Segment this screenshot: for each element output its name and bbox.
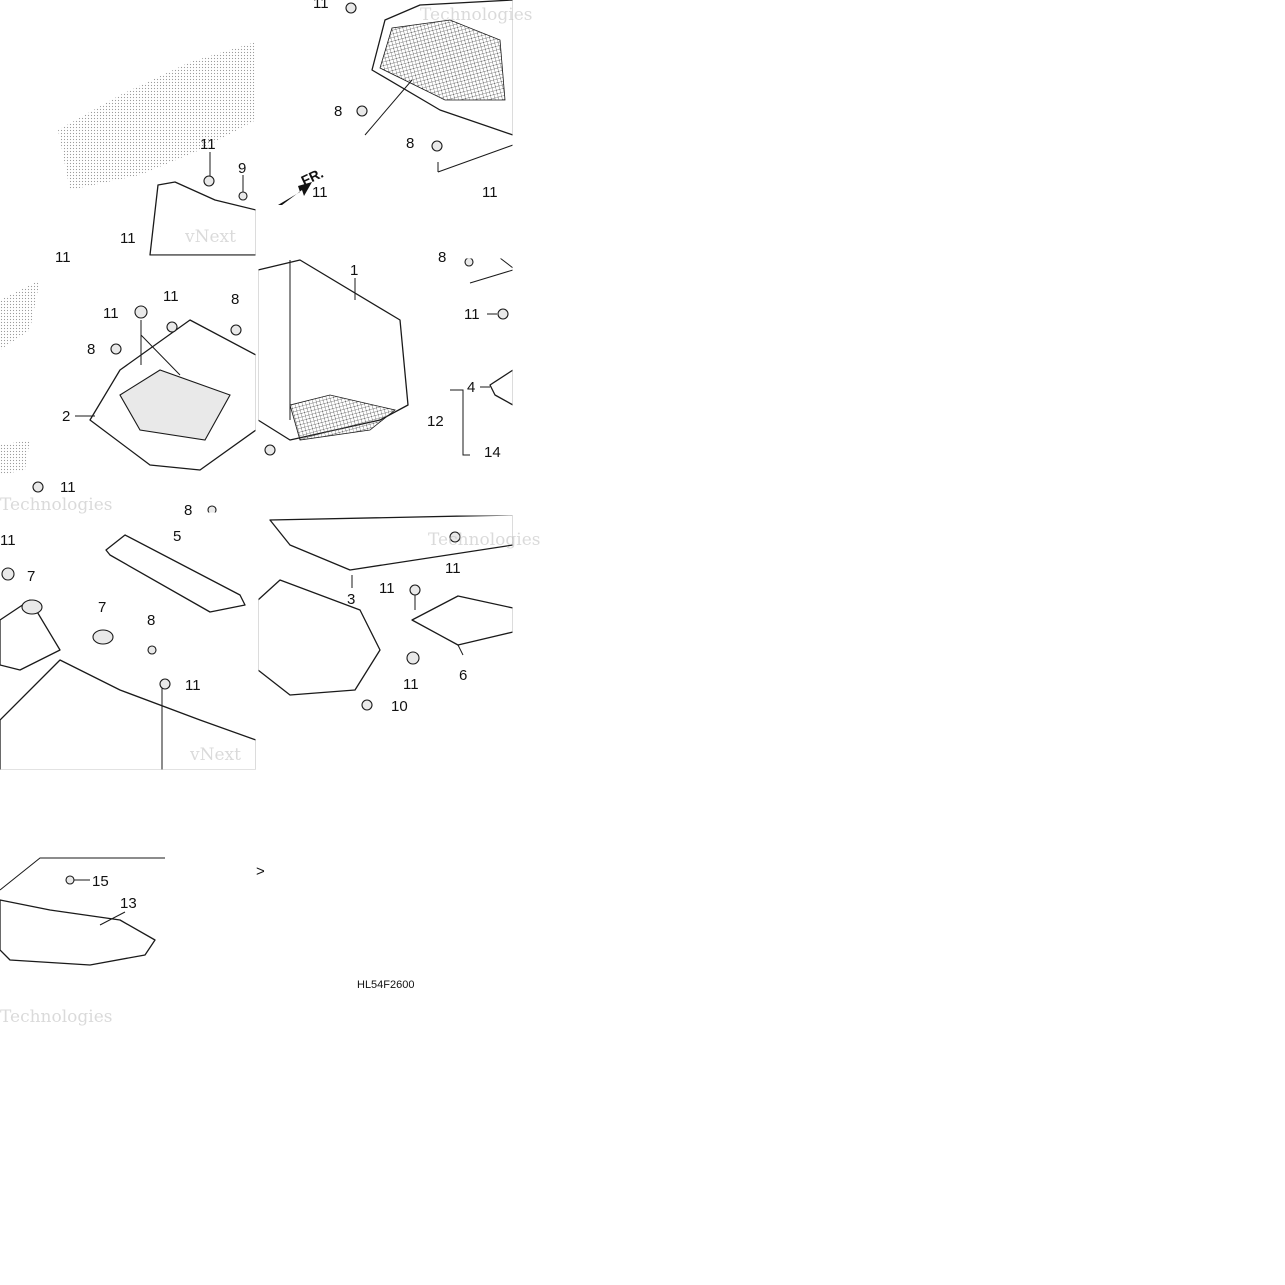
callout-6: 6 bbox=[459, 667, 467, 684]
bolt-icon bbox=[356, 105, 368, 117]
brand-wing-logo bbox=[0, 42, 256, 475]
callout-7: 7 bbox=[98, 599, 106, 616]
stray-mark: > bbox=[256, 863, 265, 880]
bolt-icon bbox=[431, 140, 443, 152]
clip-icon bbox=[449, 531, 461, 543]
grommet-icon bbox=[21, 599, 43, 615]
clip-icon bbox=[345, 2, 357, 14]
watermark-line-2: Technologies bbox=[0, 1007, 113, 1027]
callout-14: 14 bbox=[484, 444, 501, 461]
drawing-code: HL54F2600 bbox=[357, 979, 415, 991]
callout-10: 10 bbox=[391, 698, 408, 715]
callout-11: 11 bbox=[313, 0, 329, 12]
clip-icon bbox=[409, 584, 421, 596]
clip-icon bbox=[264, 444, 276, 456]
tile-lower-middle-fragment bbox=[257, 514, 514, 711]
watermark: vNext Technologies Technologies vNext Te… bbox=[0, 5, 541, 1027]
watermark-line-2: Technologies bbox=[420, 5, 533, 25]
bolt-icon bbox=[238, 191, 248, 201]
clip-icon bbox=[159, 678, 171, 690]
clip-icon bbox=[32, 481, 44, 493]
callout-4: 4 bbox=[467, 379, 475, 396]
callout-11: 11 bbox=[482, 184, 498, 201]
callout-11: 11 bbox=[163, 288, 179, 305]
tile-lower-left-fragment bbox=[0, 534, 257, 771]
callout-11: 11 bbox=[185, 677, 201, 694]
watermark-line-2: Technologies bbox=[428, 530, 541, 550]
bolt-icon bbox=[464, 257, 474, 267]
tile-lower-right-fragment bbox=[409, 584, 514, 656]
callout-11: 11 bbox=[464, 306, 480, 323]
callout-15: 15 bbox=[92, 873, 109, 890]
callout-7: 7 bbox=[27, 568, 35, 585]
tile-bottom-left-fragment bbox=[0, 857, 165, 966]
clip-icon bbox=[497, 308, 509, 320]
clip-icon bbox=[203, 175, 215, 187]
grommet-icon bbox=[92, 629, 114, 645]
callout-11: 11 bbox=[200, 136, 216, 153]
callout-11: 11 bbox=[379, 580, 395, 597]
front-arrow-icon bbox=[278, 182, 312, 205]
callout-8: 8 bbox=[406, 135, 414, 152]
callout-8: 8 bbox=[231, 291, 239, 308]
callout-3: 3 bbox=[347, 591, 355, 608]
tile-middle-left-fragment bbox=[32, 305, 257, 515]
callout-11: 11 bbox=[103, 305, 119, 322]
watermark-line-2: Technologies bbox=[0, 495, 113, 515]
tile-top-middle-fragment bbox=[278, 0, 514, 205]
callout-11: 11 bbox=[120, 230, 136, 247]
clip-icon bbox=[166, 321, 178, 333]
callout-12: 12 bbox=[427, 413, 444, 430]
callout-11: 11 bbox=[445, 560, 461, 577]
callout-2: 2 bbox=[62, 408, 70, 425]
clip-icon bbox=[406, 651, 420, 665]
callout-11: 11 bbox=[0, 532, 16, 549]
screw-icon bbox=[65, 875, 75, 885]
tile-grid bbox=[0, 0, 516, 800]
callout-labels: 1 2 3 4 5 6 7 7 8 8 8 8 8 8 8 9 10 11 11… bbox=[0, 0, 501, 912]
callout-9: 9 bbox=[238, 160, 246, 177]
bolt-icon bbox=[110, 343, 122, 355]
clip-icon bbox=[1, 567, 15, 581]
callout-8: 8 bbox=[438, 249, 446, 266]
tile-center-fragment bbox=[257, 259, 409, 456]
callout-5: 5 bbox=[173, 528, 181, 545]
watermark-line-1: vNext bbox=[189, 745, 241, 765]
watermark-line-1: vNext bbox=[184, 227, 236, 247]
callout-8: 8 bbox=[87, 341, 95, 358]
callout-8: 8 bbox=[184, 502, 192, 519]
callout-1: 1 bbox=[350, 262, 358, 279]
callout-8: 8 bbox=[147, 612, 155, 629]
bolt-icon bbox=[230, 324, 242, 336]
nut-icon bbox=[361, 699, 373, 711]
callout-13: 13 bbox=[120, 895, 137, 912]
callout-8: 8 bbox=[334, 103, 342, 120]
tile-middle-right-fragment bbox=[450, 257, 514, 456]
callout-11: 11 bbox=[55, 249, 71, 266]
bolt-icon bbox=[147, 645, 157, 655]
callout-11: 11 bbox=[60, 479, 76, 496]
clip-icon bbox=[134, 305, 148, 319]
callout-11: 11 bbox=[403, 676, 419, 693]
callout-11: 11 bbox=[312, 184, 328, 201]
